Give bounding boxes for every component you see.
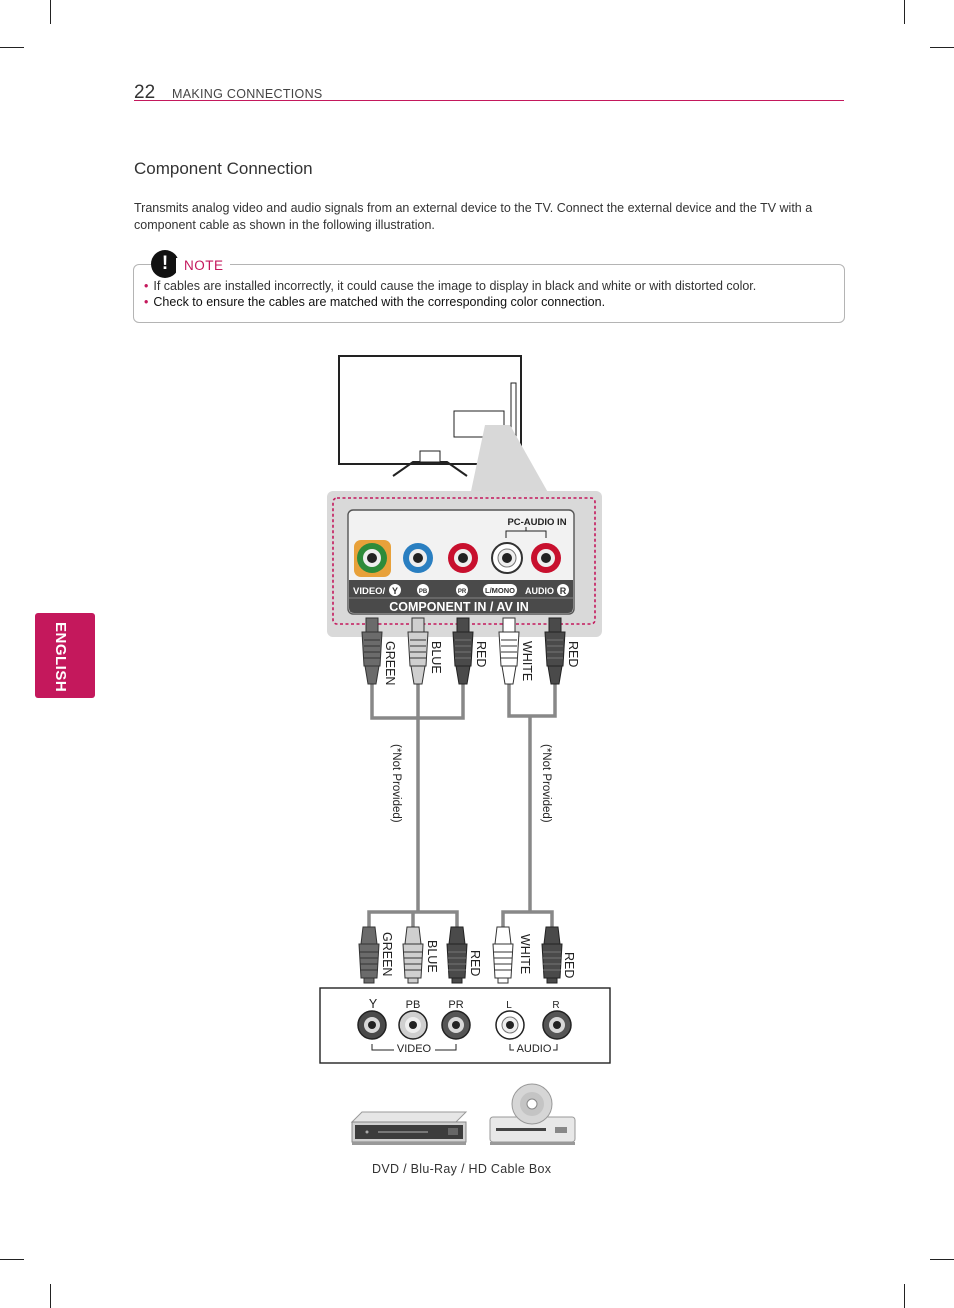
note-item-text: If cables are installed incorrectly, it … [153,279,757,293]
device-jack-l [495,1010,525,1040]
device-video-label: VIDEO [397,1043,432,1055]
device-jack-r [542,1010,572,1040]
top-label-white: WHITE [520,641,534,681]
pc-audio-label: PC-AUDIO IN [507,517,566,528]
pr-badge [456,584,468,596]
bottom-label-blue: BLUE [425,940,439,973]
section-title: MAKING CONNECTIONS [172,87,323,101]
language-tab-label: ENGLISH [52,622,69,693]
plug-top-blue [407,617,429,685]
plug-top-white [498,617,520,685]
plug-bottom-red [446,926,468,984]
white-jack [491,542,523,574]
blue-jack [403,543,433,573]
bottom-label-green: GREEN [380,932,394,976]
top-label-red-audio: RED [566,641,580,667]
language-tab: ENGLISH [35,613,95,698]
not-provided-label: (*Not Provided) [390,744,402,823]
not-provided-label: (*Not Provided) [540,744,552,823]
bullet-icon: • [144,279,149,293]
page-title: Component Connection [134,159,313,178]
green-jack [357,543,387,573]
note-box [133,264,845,323]
audio-label: AUDIO [525,586,554,596]
dvd-player-icon [350,1111,468,1145]
top-label-blue: BLUE [429,641,443,674]
bottom-label-red-audio: RED [562,952,576,978]
crop-mark [0,47,24,48]
note-item-text: Check to ensure the cables are matched w… [153,295,606,309]
red-audio-jack [531,543,561,573]
plug-top-red-audio [544,617,566,685]
crop-mark [0,1259,24,1260]
crop-mark [50,1284,51,1308]
device-jack-pr [441,1010,471,1040]
crop-mark [904,1284,905,1308]
pb-label: PB [419,589,428,595]
pc-audio-bracket [505,527,547,538]
crop-mark [50,0,51,24]
device-l-label: L [506,1000,512,1011]
device-r-label: R [552,1000,559,1011]
plug-top-red [452,617,474,685]
device-audio-label: AUDIO [517,1043,552,1055]
y-label: Y [392,586,398,596]
device-pb-label: PB [406,999,421,1011]
zoom-callout [470,425,550,496]
y-badge [389,584,401,596]
bottom-label-white: WHITE [518,934,532,974]
video-label: VIDEO/ [353,586,386,597]
top-label-green: GREEN [383,641,397,685]
note-label: NOTE [176,258,230,273]
jack-panel-label-bar [349,580,573,613]
crop-mark [930,47,954,48]
device-jack-y [357,1010,387,1040]
intro-paragraph: Transmits analog video and audio signals… [134,201,813,232]
plug-bottom-white [492,926,514,984]
crop-mark [904,0,905,24]
warning-icon: ! [151,250,179,278]
device-y-label: Y [369,997,378,1011]
device-jack-pb [398,1010,428,1040]
video-bracket [371,1044,457,1051]
crop-mark [930,1259,954,1260]
note-item: • If cables are installed incorrectly, it… [144,279,756,293]
device-caption: DVD / Blu-Ray / HD Cable Box [372,1162,552,1176]
lmono-label: L/MONO [485,586,515,595]
page-number: 22 [134,82,156,103]
bottom-label-red: RED [468,950,482,976]
note-item: • Check to ensure the cables are matched … [144,295,605,309]
plug-bottom-green [358,926,380,984]
header-rule [134,100,844,101]
bullet-icon: • [144,295,149,309]
plug-bottom-blue [402,926,424,984]
device-pr-label: PR [448,999,463,1011]
plug-top-green [361,617,383,685]
pr-label: PR [458,589,467,595]
r-badge [557,584,569,596]
plug-bottom-red-audio [541,926,563,984]
component-in-title: COMPONENT IN / AV IN [389,600,529,614]
panel-dotted-outline [332,497,596,625]
r-label: R [560,586,567,596]
audio-bracket [509,1044,558,1051]
top-label-red: RED [474,641,488,667]
blu-ray-player-icon [489,1083,576,1145]
pb-badge [417,584,429,596]
lmono-badge [483,584,517,596]
red-jack [448,543,478,573]
